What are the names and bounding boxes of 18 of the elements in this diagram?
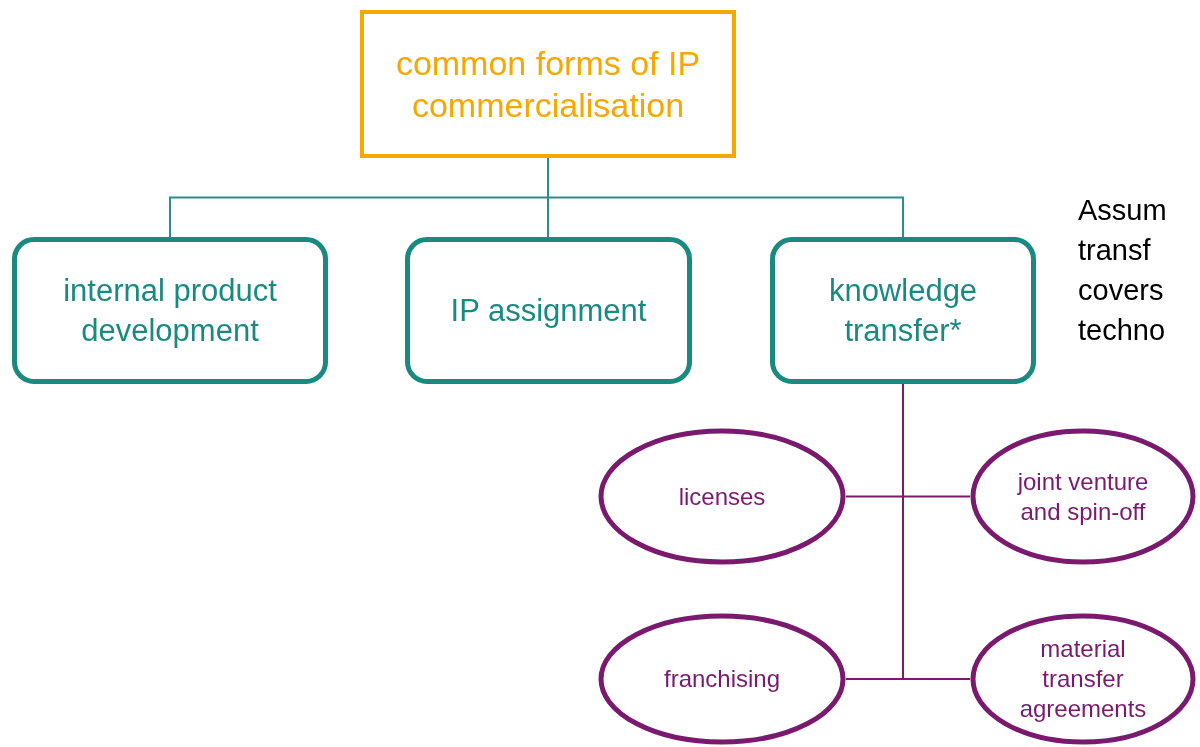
- node-label: material transfer agreements: [1018, 634, 1148, 724]
- note-text: Assum transf covers techno: [1078, 193, 1168, 348]
- category-box: [770, 237, 1036, 384]
- connector-line: [902, 383, 971, 680]
- node-label: knowledge transfer*: [827, 271, 979, 350]
- node-label: internal product development: [62, 271, 278, 350]
- category-box: [12, 237, 328, 384]
- node-label: joint venture and spin-off: [1016, 466, 1150, 527]
- node-label: common forms of IP commercialisation: [394, 43, 702, 126]
- category-box: [405, 237, 692, 384]
- node-label: IP assignment: [450, 291, 647, 330]
- ellipse-node: [598, 613, 846, 745]
- node-label: licenses: [677, 481, 767, 512]
- ellipse-node: [970, 428, 1196, 565]
- root-box: [360, 10, 736, 158]
- ellipse-node: [598, 428, 846, 565]
- ellipse-node: [970, 613, 1196, 745]
- node-label: franchising: [662, 664, 782, 694]
